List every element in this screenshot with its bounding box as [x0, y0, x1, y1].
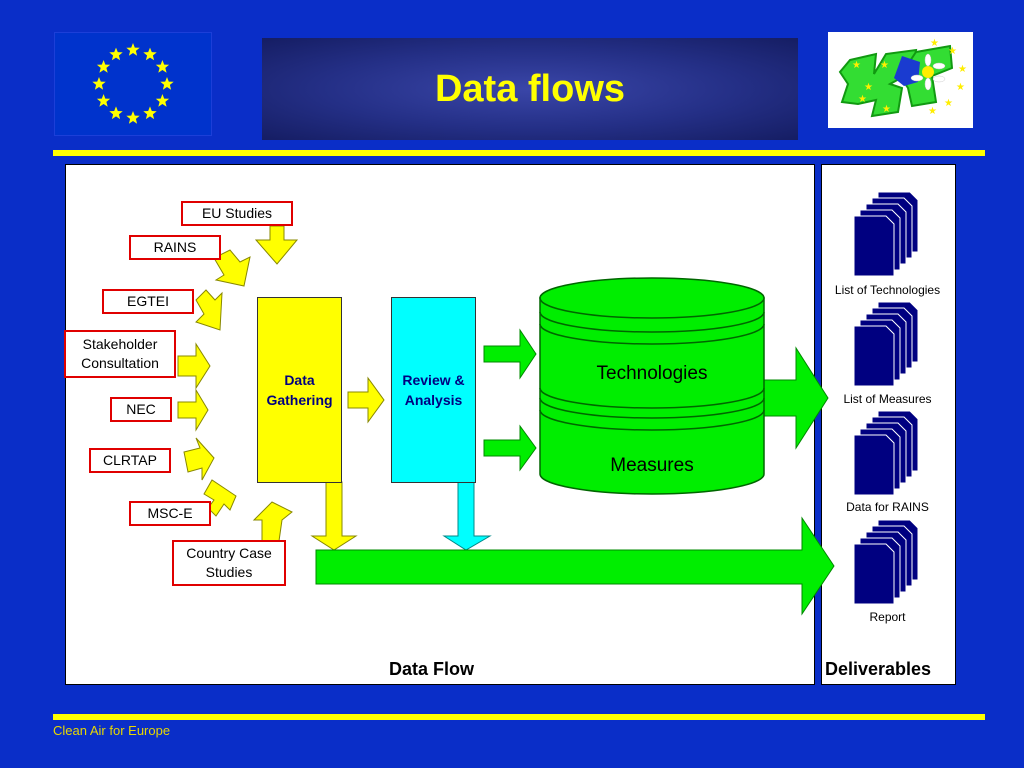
database-measures-label: Measures [610, 455, 694, 476]
document-stack-icon [853, 191, 919, 277]
arrow-review-to-technologies [483, 328, 537, 380]
arrow-nec [177, 388, 209, 432]
svg-text:★: ★ [928, 106, 937, 117]
eu-star-icon [155, 94, 170, 107]
svg-text:★: ★ [958, 64, 967, 75]
arrow-gathering-down [310, 481, 358, 551]
source-msc-e: MSC-E [129, 501, 211, 526]
svg-text:★: ★ [882, 104, 891, 115]
svg-text:★: ★ [852, 60, 861, 71]
source-egtei: EGTEI [102, 289, 194, 314]
svg-text:★: ★ [858, 94, 867, 105]
eu-flag-stars [92, 43, 174, 124]
arrow-review-to-measures [483, 424, 537, 472]
eu-star-icon [96, 94, 111, 107]
svg-text:★: ★ [944, 98, 953, 109]
review-analysis-box: Review & Analysis [391, 297, 476, 483]
data-gathering-box: Data Gathering [257, 297, 342, 483]
svg-text:★: ★ [864, 82, 873, 93]
arrow-msce [203, 479, 237, 517]
svg-text:★: ★ [930, 38, 939, 49]
footer-text: Clean Air for Europe [53, 723, 171, 738]
deliverable-data-for-rains: Data for RAINS [846, 500, 929, 514]
cafe-logo-icon: ★★★ ★★★ ★★★ ★★ [828, 32, 973, 128]
footer-divider [53, 714, 985, 720]
deliverables-title: Deliverables [825, 659, 932, 679]
source-rains: RAINS [129, 235, 221, 260]
source-nec: NEC [110, 397, 172, 422]
eu-flag-icon [54, 32, 212, 136]
deliverable-list-of-technologies: List of Technologies [834, 283, 941, 297]
source-clrtap: CLRTAP [89, 448, 171, 473]
eu-star-icon [92, 77, 106, 90]
eu-star-icon [96, 60, 111, 73]
cafe-logo-graphic: ★★★ ★★★ ★★★ ★★ [838, 38, 967, 118]
database-technologies-label: Technologies [596, 363, 708, 384]
arrow-db-to-deliverables [763, 346, 829, 450]
arrow-stakeholder [177, 342, 211, 390]
eu-star-icon [109, 47, 123, 61]
document-stack-icon [853, 519, 919, 605]
source-country-case-studies: Country Case Studies [172, 540, 286, 586]
deliverable-list-of-measures: List of Measures [843, 392, 932, 406]
source-stakeholder-consultation: Stakeholder Consultation [64, 330, 176, 378]
svg-text:★: ★ [880, 60, 889, 71]
eu-star-icon [160, 77, 174, 90]
svg-text:★: ★ [948, 46, 957, 57]
eu-star-icon [143, 47, 157, 61]
arrow-gathering-to-review [347, 376, 385, 424]
eu-star-icon [109, 106, 123, 120]
page-title: Data flows [434, 67, 626, 110]
document-stack-icon [853, 301, 919, 387]
eu-star-icon [143, 106, 157, 120]
svg-text:★: ★ [956, 82, 965, 93]
arrow-egtei [195, 289, 223, 331]
database-cylinder [539, 277, 765, 495]
eu-star-icon [155, 60, 170, 73]
document-stack-icon [853, 410, 919, 496]
eu-star-icon [126, 111, 140, 124]
arrow-clrtap [183, 437, 215, 481]
eu-star-icon [126, 43, 140, 56]
arrow-bottom-to-report [315, 516, 835, 616]
document-stacks [853, 191, 919, 605]
title-bar: Data flows [262, 38, 798, 140]
arrow-review-down [442, 481, 492, 551]
deliverable-report: Report [869, 610, 906, 624]
source-eu-studies: EU Studies [181, 201, 293, 226]
header-divider [53, 150, 985, 156]
arrow-rains [213, 249, 251, 287]
arrow-eu-studies [254, 225, 299, 265]
data-flow-title: Data Flow [389, 659, 475, 679]
